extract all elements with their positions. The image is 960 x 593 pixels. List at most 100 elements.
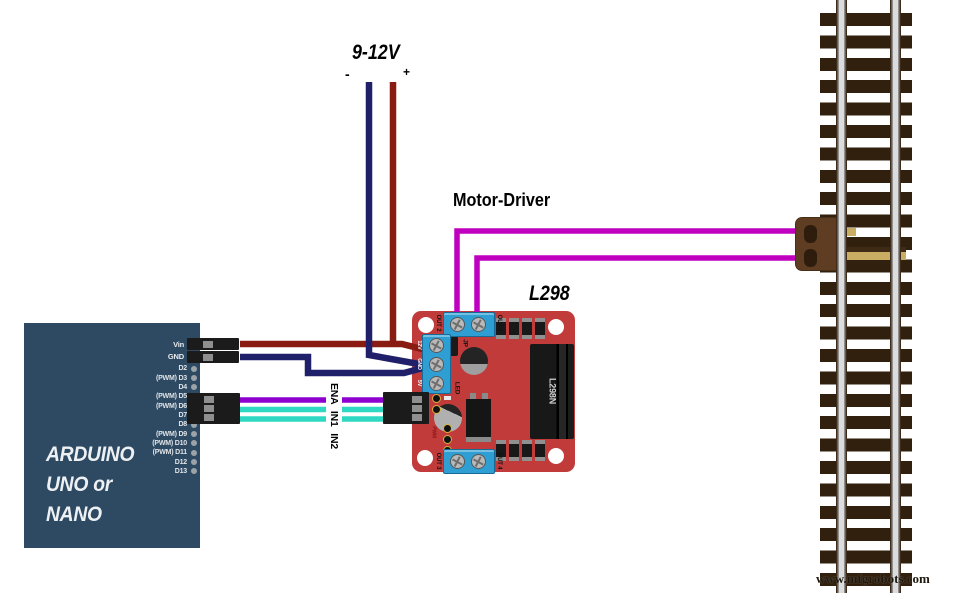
smd-resistor xyxy=(496,318,506,339)
pin-hole xyxy=(432,405,441,414)
connector-pin xyxy=(203,353,213,361)
wire-gnd-to-gnd xyxy=(240,353,431,377)
arduino-pin-vin: Vin xyxy=(173,339,184,349)
arduino-pin-row: (PWM) D3 xyxy=(60,373,197,382)
watermark: www.mfgrobots.com xyxy=(816,571,930,586)
transistor-pad xyxy=(466,437,491,442)
pin-hole xyxy=(443,435,452,444)
connector-pin xyxy=(412,396,422,403)
arduino-pin-row: (PWM) D10 xyxy=(60,439,197,448)
arduino-title: ARDUINO UNO or NANO xyxy=(46,440,135,530)
arduino-pin-dot xyxy=(191,431,197,438)
arduino-pin-label: D7 xyxy=(178,411,187,419)
transistor-leg xyxy=(470,393,476,400)
connector-pin xyxy=(203,340,213,348)
label-supply-plus: + xyxy=(403,65,411,79)
pin-hole xyxy=(432,394,441,403)
label-supply-minus: - xyxy=(345,66,350,82)
label-out4: OUT 4 xyxy=(496,452,502,470)
terminal-screw-out1 xyxy=(471,317,486,332)
label-out1: OUT 1 xyxy=(496,314,502,332)
arduino-pin-dot xyxy=(191,459,197,466)
wire-out2-to-track xyxy=(454,228,806,320)
arduino-pin-row: D2 xyxy=(60,364,197,373)
arduino-pin-label: (PWM) D5 xyxy=(155,393,187,401)
heatsink xyxy=(530,344,574,439)
smd-resistor xyxy=(535,440,545,461)
track-feeder-shadow xyxy=(843,247,906,252)
arduino-pin-dot xyxy=(191,440,197,447)
label-5v: 5V xyxy=(415,379,422,387)
arduino-pin-row: D13 xyxy=(60,467,197,476)
terminal-block-out2-out1 xyxy=(443,312,495,337)
smd-resistor xyxy=(522,318,532,339)
track-rail-right xyxy=(890,0,901,593)
label-jp: JP xyxy=(461,339,469,347)
arduino-title-line2: UNO or xyxy=(46,473,112,496)
connector-pin xyxy=(204,396,214,403)
mounting-hole-br xyxy=(548,448,564,464)
arduino-title-line1: ARDUINO xyxy=(46,443,135,466)
arduino-pin-dot xyxy=(191,384,197,391)
track-rail-left xyxy=(836,0,847,593)
smd-resistor xyxy=(509,440,519,461)
arduino-pin-label: D13 xyxy=(174,467,187,475)
label-out3: OUT 3 xyxy=(435,452,441,470)
arduino-pin-row: D8 xyxy=(60,420,197,429)
arduino-pin-label: D8 xyxy=(178,421,187,429)
label-supply-voltage: 9-12V xyxy=(352,41,400,64)
terminal-block-out3-out4 xyxy=(443,449,495,474)
transistor-body xyxy=(466,399,491,437)
arduino-pin-gnd: GND xyxy=(167,352,184,361)
connector-pin xyxy=(412,414,422,421)
transistor-leg xyxy=(482,393,488,400)
terminal-screw-gnd xyxy=(429,357,444,372)
arduino-title-line3: NANO xyxy=(46,503,102,526)
led-pad xyxy=(444,396,451,400)
terminal-screw-out4 xyxy=(471,454,486,469)
arduino-power-pins: Vin GND xyxy=(60,338,184,363)
arduino-pin-label: D12 xyxy=(174,458,187,466)
track-connector-hole-top xyxy=(804,225,817,243)
arduino-pin-row: D12 xyxy=(60,457,197,466)
label-pwm-silk: PWM xyxy=(430,426,437,438)
arduino-pin-label: (PWM) D3 xyxy=(155,374,187,382)
label-l298: L298 xyxy=(529,282,570,305)
mounting-hole-bl xyxy=(417,450,433,466)
terminal-screw-out3 xyxy=(450,454,465,469)
track-connector-hole-bottom xyxy=(804,249,817,267)
terminal-screw-5v xyxy=(429,376,444,391)
arduino-pin-label: (PWM) D11 xyxy=(152,449,188,457)
connector-pin xyxy=(204,414,214,421)
terminal-screw-out2 xyxy=(450,317,465,332)
track-power-connector xyxy=(795,217,841,271)
wire-supply-negative xyxy=(365,82,431,370)
smd-resistor xyxy=(496,440,506,461)
label-out2: OUT 2 xyxy=(435,314,441,332)
arduino-pin-row: D4 xyxy=(60,383,197,392)
arduino-pin-row: (PWM) D9 xyxy=(60,429,197,438)
arduino-pin-row: D7 xyxy=(60,411,197,420)
arduino-signal-connector-housing xyxy=(187,393,240,424)
wire-vin-to-12v xyxy=(240,340,431,355)
vin-connector-housing xyxy=(187,338,239,350)
motor-driver-board xyxy=(412,311,575,474)
label-l298n-chip: L298N xyxy=(547,377,558,405)
smd-resistor xyxy=(522,440,532,461)
label-ena-in1-in2: ENA IN1 IN2 xyxy=(326,378,342,454)
arduino-board xyxy=(24,323,200,548)
label-led: LED xyxy=(453,381,461,395)
arduino-pin-row: (PWM) D6 xyxy=(60,401,197,410)
arduino-pin-label: D2 xyxy=(178,365,187,373)
connector-pin xyxy=(204,405,214,412)
arduino-pin-label: (PWM) D10 xyxy=(152,439,187,447)
track-feeder-strip-lower xyxy=(820,252,906,260)
driver-signal-connector-housing xyxy=(383,392,429,424)
smd-resistor xyxy=(535,318,545,339)
gnd-connector-housing xyxy=(187,351,239,363)
arduino-pin-dot xyxy=(191,449,197,456)
arduino-pin-row: (PWM) D11 xyxy=(60,448,197,457)
